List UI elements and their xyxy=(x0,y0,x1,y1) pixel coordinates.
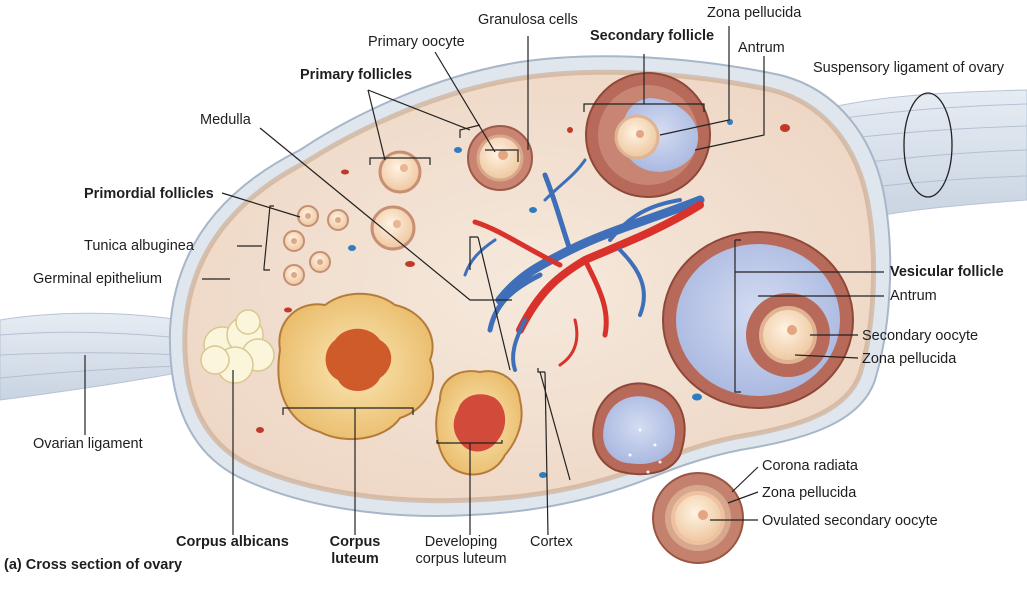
ruptured-follicle xyxy=(592,382,686,480)
primary-oocyte-label: Primary oocyte xyxy=(368,34,465,50)
developing-corpus-luteum-label-line1: Developing xyxy=(424,534,498,550)
developing-corpus-luteum-label-line2: corpus luteum xyxy=(415,551,507,567)
granulosa-cells-label: Granulosa cells xyxy=(478,12,578,28)
blood-vessels xyxy=(463,158,705,372)
suspensory-ligament-label: Suspensory ligament of ovary xyxy=(813,60,1005,76)
corpus-luteum xyxy=(277,292,435,441)
secondary-follicle-label: Secondary follicle xyxy=(590,28,715,44)
medulla-label: Medulla xyxy=(200,112,251,128)
antrum-top-label: Antrum xyxy=(738,40,785,56)
primary-follicles xyxy=(370,150,422,251)
secondary-follicle xyxy=(585,72,711,198)
primary-follicle-granulosa xyxy=(467,125,533,191)
cortex-label: Cortex xyxy=(530,534,573,550)
secondary-oocyte-label: Secondary oocyte xyxy=(862,328,979,344)
antrum-right-label: Antrum xyxy=(890,288,937,304)
zona-pellucida-top-label: Zona pellucida xyxy=(707,5,802,21)
ovulated-secondary-oocyte-illustration xyxy=(652,472,744,564)
zona-pellucida-bottom-label: Zona pellucida xyxy=(762,485,857,501)
corpus-luteum-label-line2: luteum xyxy=(331,551,379,567)
ovarian-ligament xyxy=(0,312,183,401)
vesicular-follicle-label: Vesicular follicle xyxy=(890,264,1004,280)
ovarian-ligament-label: Ovarian ligament xyxy=(33,436,143,452)
primary-follicles-label: Primary follicles xyxy=(300,67,413,83)
corona-radiata-label: Corona radiata xyxy=(762,458,858,474)
corpus-albicans xyxy=(200,309,275,384)
ovulated-secondary-oocyte-label: Ovulated secondary oocyte xyxy=(762,513,938,529)
corpus-luteum-label-line1: Corpus xyxy=(329,534,381,550)
developing-corpus-luteum xyxy=(435,370,523,476)
suspensory-ligament-outline xyxy=(903,92,953,198)
zona-pellucida-right-label: Zona pellucida xyxy=(862,351,957,367)
figure-caption: (a) Cross section of ovary xyxy=(4,557,183,573)
germinal-epithelium-label: Germinal epithelium xyxy=(33,271,162,287)
corpus-albicans-label: Corpus albicans xyxy=(176,534,289,550)
tunica-albuginea-label: Tunica albuginea xyxy=(84,238,194,254)
primordial-follicles-label: Primordial follicles xyxy=(84,186,214,202)
scattered-vessel-sections xyxy=(256,119,790,478)
leader-lines xyxy=(84,26,884,536)
vesicular-follicle xyxy=(662,231,854,409)
